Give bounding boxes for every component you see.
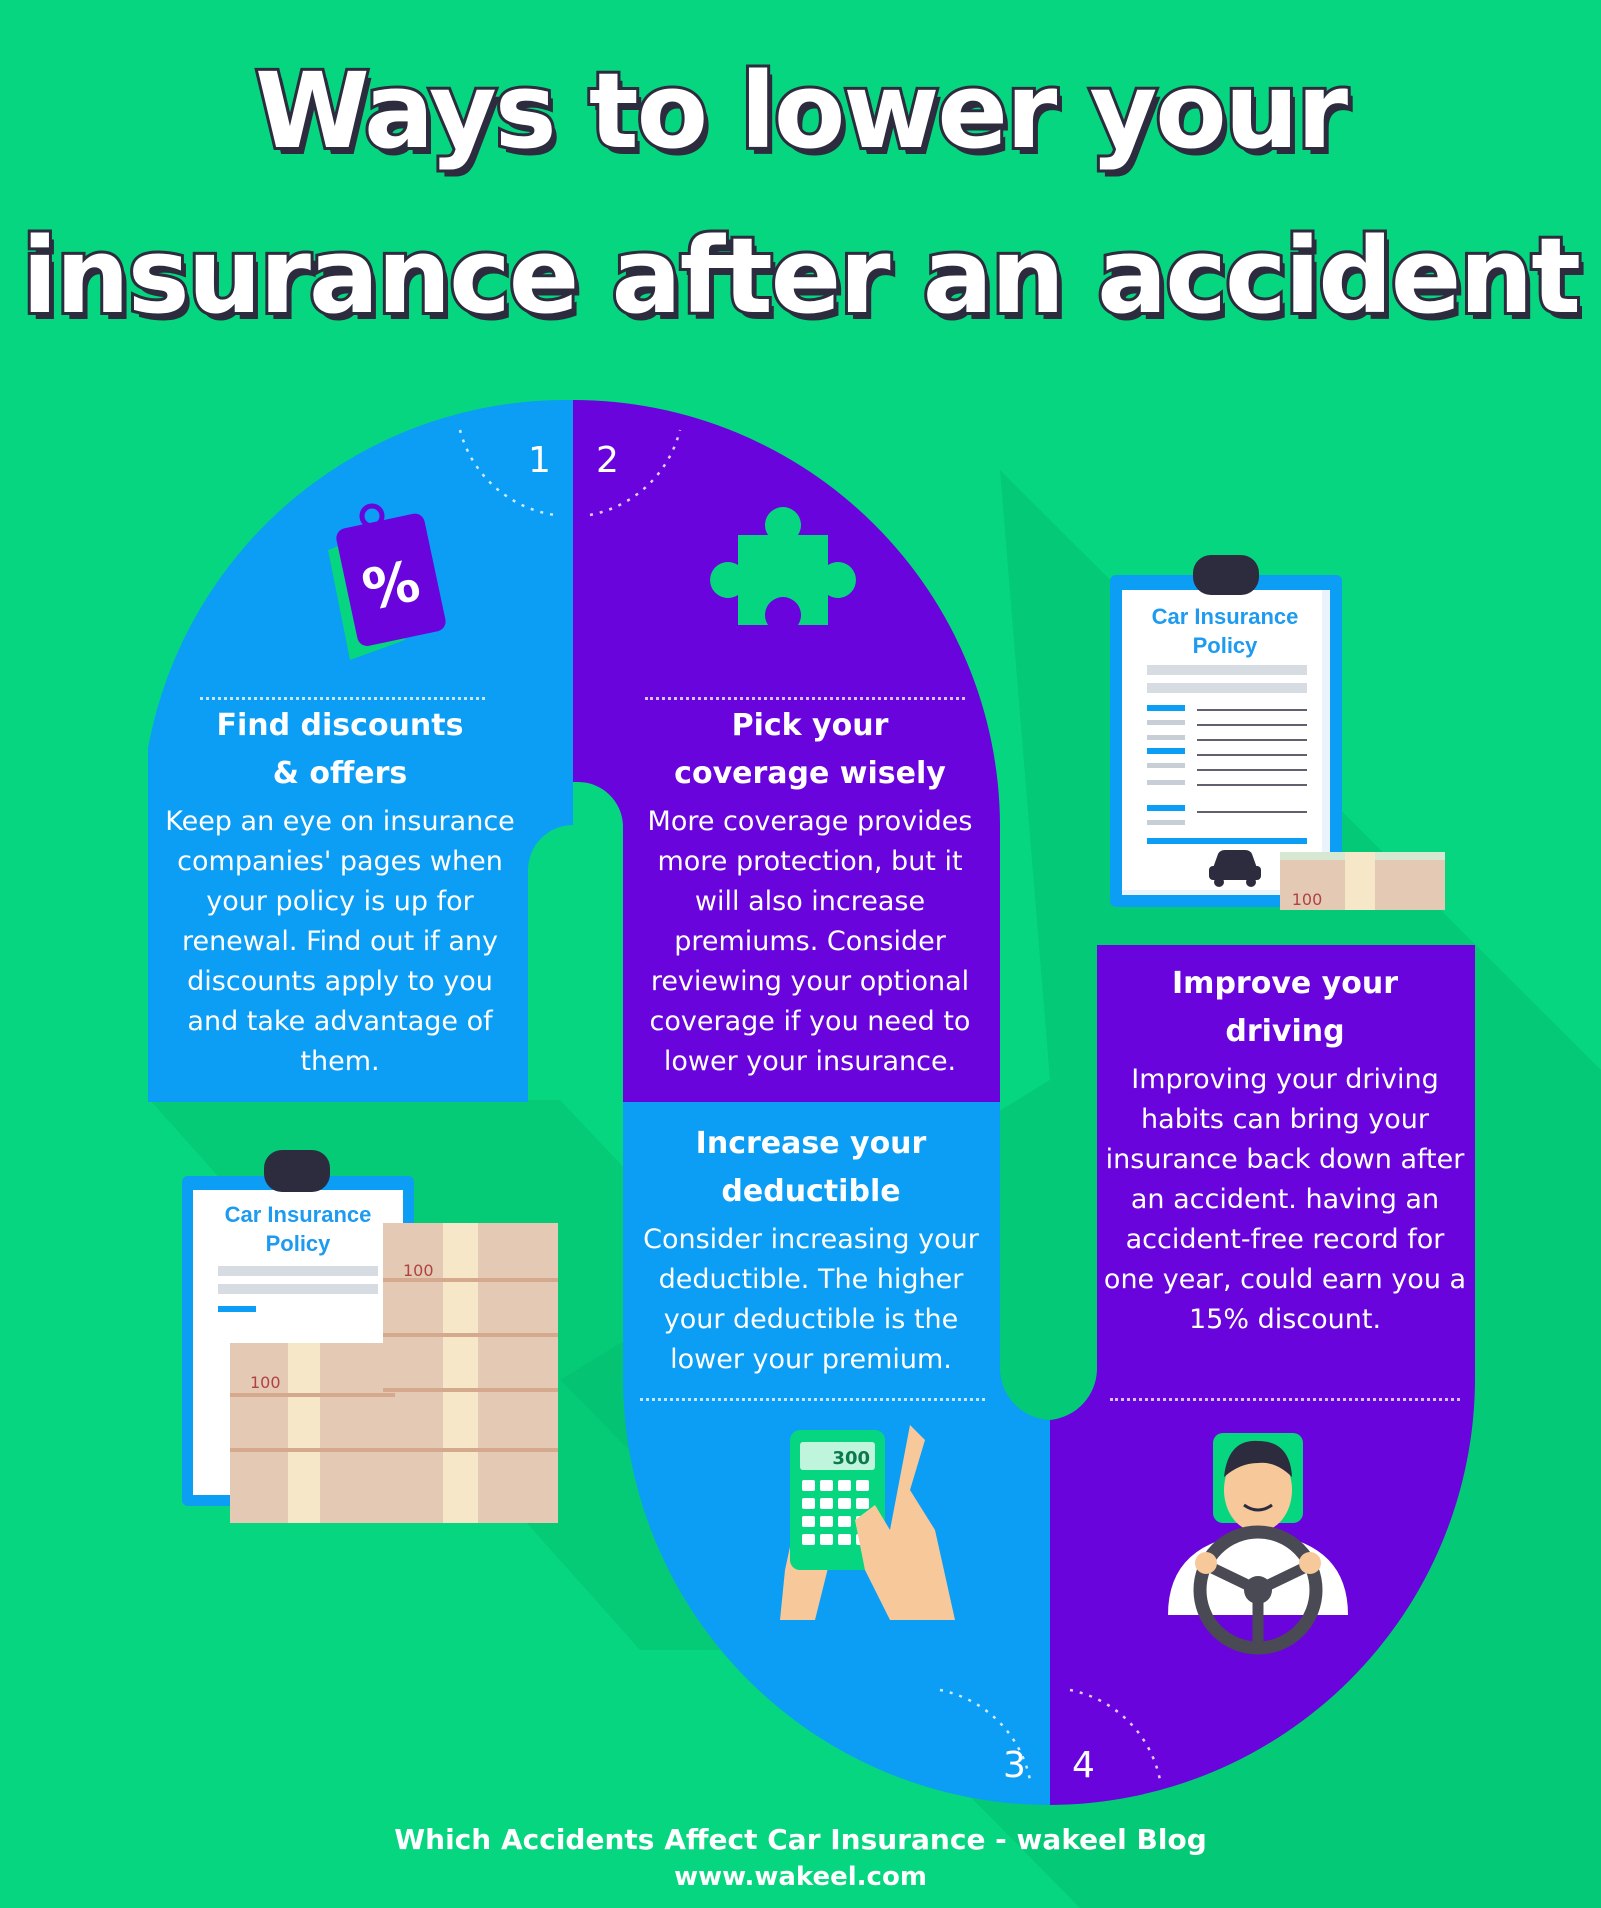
title-line-2: insurance after an accident: [19, 212, 1584, 340]
banknote-denomination-bottom-2: 100: [403, 1261, 434, 1280]
title-line-1: Ways to lower your: [252, 47, 1351, 175]
clipboard-bottom-title-2: Policy: [266, 1231, 332, 1256]
step-2-number: 2: [596, 440, 619, 481]
step-4-number: 4: [1072, 1745, 1095, 1786]
divider-step-3: [640, 1398, 985, 1401]
step-3-title: Increase your deductible: [695, 1126, 927, 1209]
footer-source: Which Accidents Affect Car Insurance - w…: [394, 1823, 1207, 1856]
banknotes-icon: 100 100: [230, 1223, 558, 1523]
step-2-card: Pick your coverage wisely More coverage …: [632, 702, 988, 1082]
calculator-icon: 300: [780, 1425, 955, 1620]
step-1-card: Find discounts & offers Keep an eye on i…: [160, 702, 520, 1082]
puzzle-piece-icon: [710, 507, 856, 625]
divider-step-2: [645, 697, 965, 700]
panel-step-4: [1050, 945, 1475, 1805]
banknote-denomination-top: 100: [1292, 890, 1323, 909]
discount-tag-icon: %: [328, 503, 446, 660]
step-4-title: Improve your driving: [1172, 966, 1398, 1049]
clipboard-top-title-2: Policy: [1193, 633, 1259, 658]
step-1-title: Find discounts & offers: [216, 708, 464, 791]
panel-step-1: [148, 399, 573, 1102]
step-4-card: Improve your driving Improving your driv…: [1100, 960, 1470, 1340]
step-3-card: Increase your deductible Consider increa…: [630, 1120, 992, 1380]
step-2-body: More coverage provides more protection, …: [647, 806, 973, 1077]
clipboard-bottom-title-1: Car Insurance: [225, 1202, 372, 1227]
car-icon: [1209, 850, 1261, 887]
footer-url[interactable]: www.wakeel.com: [674, 1862, 927, 1892]
step-4-body: Improving your driving habits can bring …: [1103, 1064, 1467, 1335]
clipboard-bottom: Car Insurance Policy 100 100: [182, 1150, 558, 1523]
step-1-number: 1: [528, 440, 551, 481]
step-3-number: 3: [1003, 1745, 1026, 1786]
step-2-title: Pick your coverage wisely: [674, 708, 946, 791]
banknote-denomination-bottom-1: 100: [250, 1373, 281, 1392]
svg-text:%: %: [357, 549, 425, 624]
step-3-body: Consider increasing your deductible. The…: [643, 1224, 979, 1375]
divider-step-4: [1110, 1398, 1460, 1401]
clipboard-top: Car Insurance Policy 100: [1110, 555, 1445, 910]
clipboard-top-title-1: Car Insurance: [1152, 604, 1299, 629]
step-1-body: Keep an eye on insurance companies' page…: [165, 806, 515, 1077]
calculator-display: 300: [832, 1448, 870, 1469]
driver-steering-wheel-icon: [1168, 1433, 1348, 1655]
divider-step-1: [200, 697, 485, 700]
panel-step-2: [573, 400, 1000, 1102]
